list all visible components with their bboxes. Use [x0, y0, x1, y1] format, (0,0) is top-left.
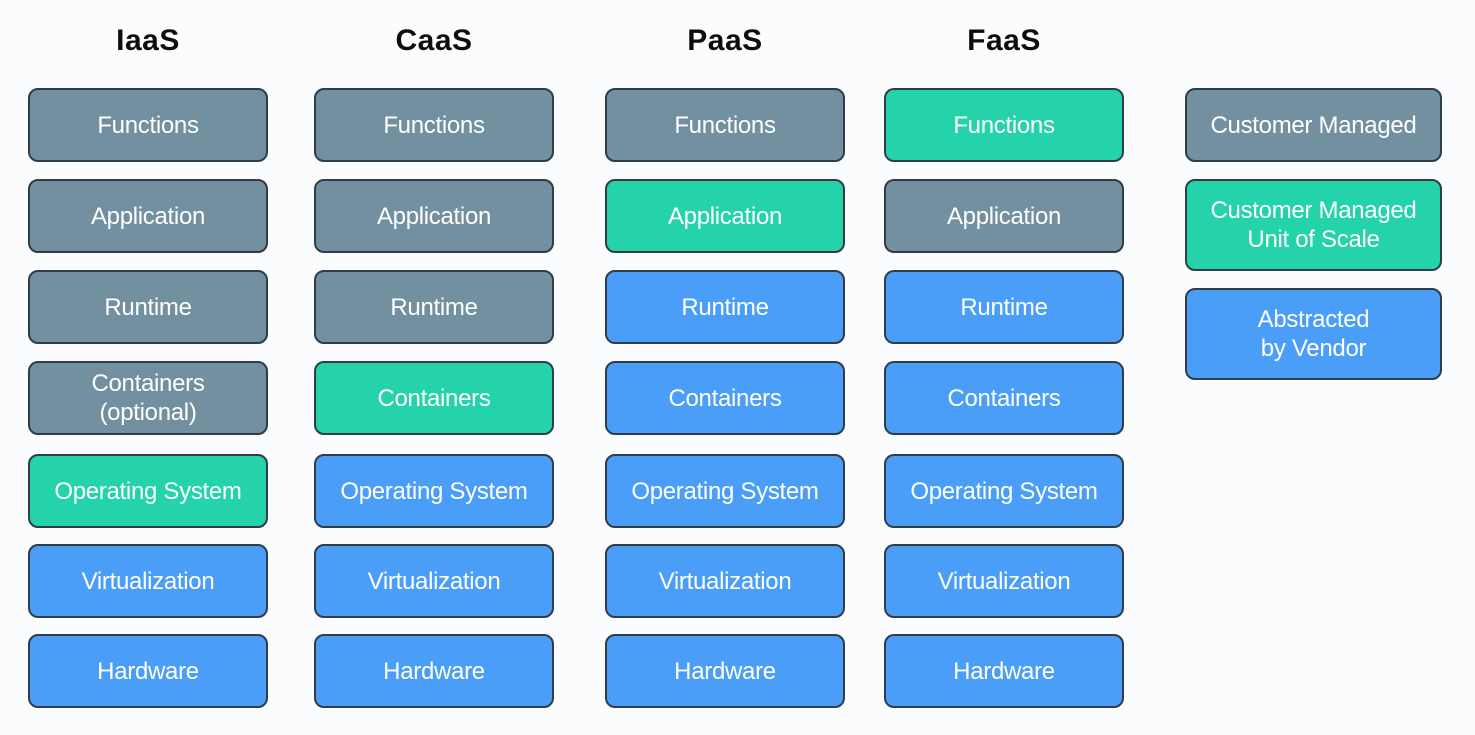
iaas-layer-application: Application [28, 179, 268, 253]
column-title-paas: PaaS [687, 24, 763, 57]
legend-customer-managed: Customer Managed [1185, 88, 1442, 162]
paas-layer-hardware: Hardware [605, 634, 845, 708]
caas-layer-runtime: Runtime [314, 270, 554, 344]
caas-layer-application: Application [314, 179, 554, 253]
legend-customer-managed-unit-of-scale: Customer Managed Unit of Scale [1185, 179, 1442, 271]
iaas-layer-containers: Containers (optional) [28, 361, 268, 435]
faas-layer-hardware: Hardware [884, 634, 1124, 708]
faas-layer-containers: Containers [884, 361, 1124, 435]
faas-layer-functions: Functions [884, 88, 1124, 162]
paas-layer-virtualization: Virtualization [605, 544, 845, 618]
paas-layer-functions: Functions [605, 88, 845, 162]
caas-layer-virtualization: Virtualization [314, 544, 554, 618]
faas-layer-runtime: Runtime [884, 270, 1124, 344]
caas-layer-functions: Functions [314, 88, 554, 162]
paas-layer-containers: Containers [605, 361, 845, 435]
column-title-faas: FaaS [967, 24, 1041, 57]
iaas-layer-hardware: Hardware [28, 634, 268, 708]
column-title-caas: CaaS [395, 24, 473, 57]
iaas-layer-runtime: Runtime [28, 270, 268, 344]
column-title-iaas: IaaS [116, 24, 180, 57]
caas-layer-operating-system: Operating System [314, 454, 554, 528]
faas-layer-application: Application [884, 179, 1124, 253]
iaas-layer-virtualization: Virtualization [28, 544, 268, 618]
caas-layer-containers: Containers [314, 361, 554, 435]
paas-layer-operating-system: Operating System [605, 454, 845, 528]
legend-abstracted-by-vendor: Abstracted by Vendor [1185, 288, 1442, 380]
iaas-layer-functions: Functions [28, 88, 268, 162]
faas-layer-virtualization: Virtualization [884, 544, 1124, 618]
paas-layer-runtime: Runtime [605, 270, 845, 344]
faas-layer-operating-system: Operating System [884, 454, 1124, 528]
iaas-layer-operating-system: Operating System [28, 454, 268, 528]
caas-layer-hardware: Hardware [314, 634, 554, 708]
paas-layer-application: Application [605, 179, 845, 253]
